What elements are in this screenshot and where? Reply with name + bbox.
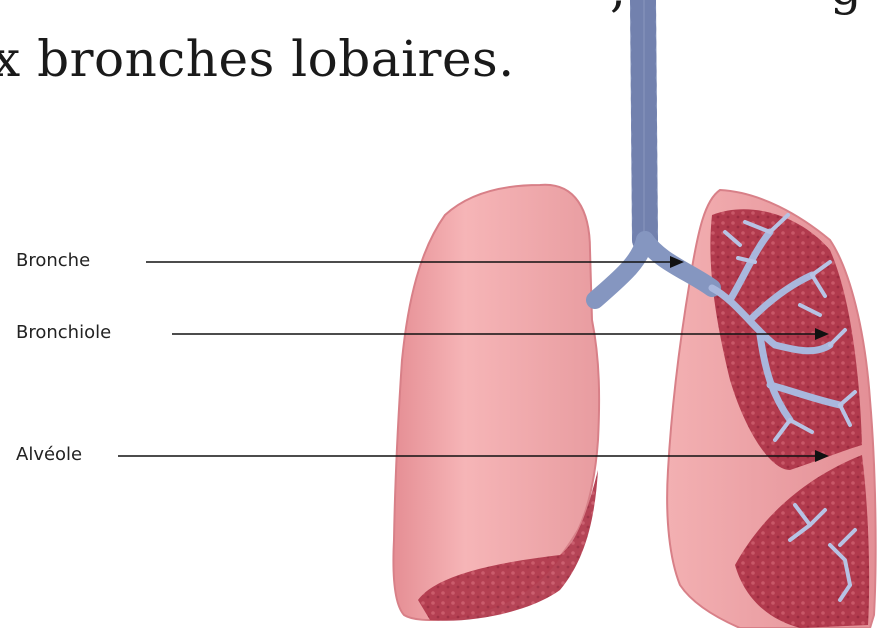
- clipped-text-top-left: ,: [610, 0, 626, 18]
- label-bronchiole: Bronchiole: [16, 322, 111, 343]
- label-bronche: Bronche: [16, 250, 90, 271]
- heading-text: x bronches lobaires.: [0, 30, 515, 88]
- label-alveole: Alvéole: [16, 444, 82, 465]
- left-lung: [393, 185, 599, 621]
- clipped-text-top-right: g: [830, 0, 863, 16]
